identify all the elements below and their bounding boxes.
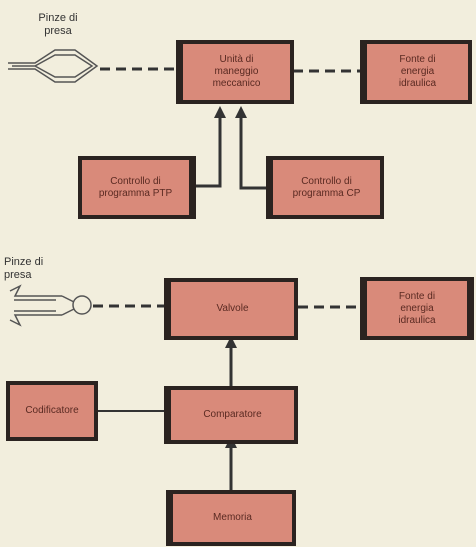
- comparator-box: Comparatore: [164, 386, 298, 444]
- ptp-box: Controllo di programma PTP: [78, 156, 196, 219]
- gripper-bottom-icon: [9, 284, 92, 327]
- valve-box: Valvole: [164, 278, 298, 340]
- gripper-top-label: Pinze di presa: [38, 12, 78, 37]
- energy-box-bottom: Fonte di energia idraulica: [360, 277, 474, 340]
- unit-box: Unità di maneggio meccanico: [176, 40, 294, 104]
- gripper-bottom-label: Pinze di presa: [4, 256, 44, 281]
- link-ptp-unit: [195, 112, 222, 188]
- gripper-top-icon: [8, 49, 99, 83]
- cp-box: Controllo di programma CP: [266, 156, 384, 219]
- memory-box: Memoria: [166, 490, 296, 546]
- link-cp-unit: [239, 112, 268, 190]
- encoder-box: Codificatore: [6, 381, 98, 441]
- energy-box-top: Fonte di energia idraulica: [360, 40, 472, 104]
